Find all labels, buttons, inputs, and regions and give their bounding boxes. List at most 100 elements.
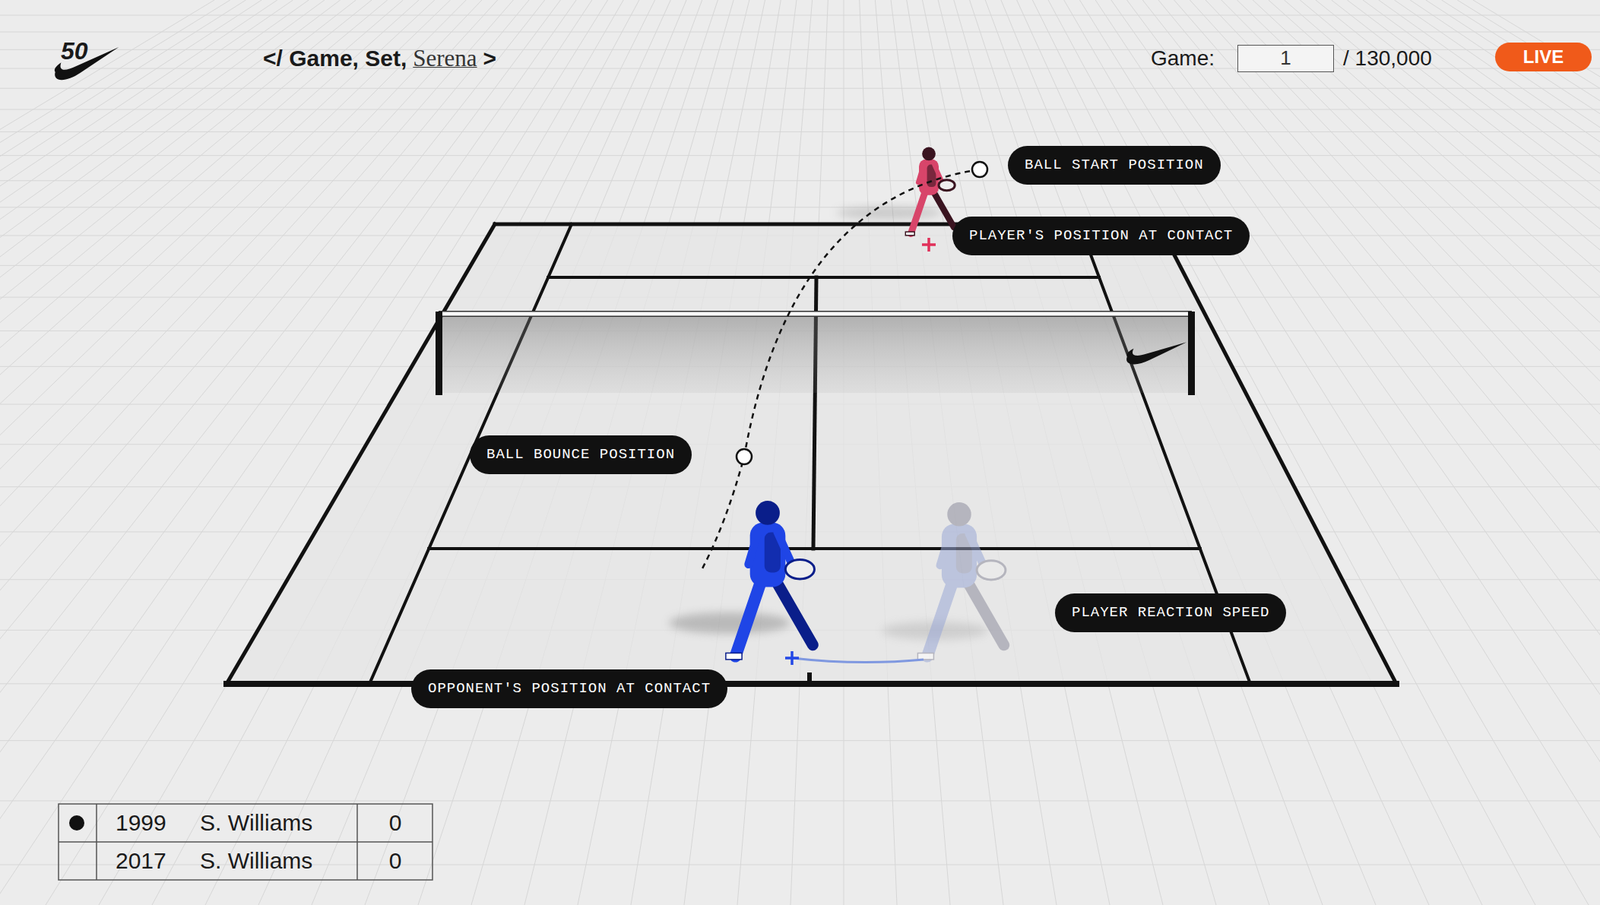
racket	[938, 180, 955, 191]
table-cell: 2017	[115, 847, 167, 875]
title-text: >	[483, 44, 498, 73]
arm	[918, 164, 924, 184]
arm	[940, 533, 951, 566]
callout-pill: BALL START POSITION	[1007, 145, 1221, 185]
player-shadow	[836, 206, 943, 219]
leg	[910, 191, 926, 234]
table-cell: S. Williams	[199, 847, 313, 875]
table-rule	[95, 804, 98, 881]
game-label: Game:	[1150, 45, 1215, 72]
grid-line	[0, 88, 1600, 89]
node-text: BALL BOUNCE POSITION	[486, 446, 675, 463]
net-mesh	[438, 313, 1192, 393]
live-badge: LIVE	[1495, 42, 1592, 72]
table-cell: S. Williams	[199, 809, 313, 837]
score-table	[58, 804, 433, 881]
callout-pill: BALL BOUNCE POSITION	[469, 435, 692, 475]
shoe	[905, 231, 915, 236]
player-figure	[905, 147, 955, 236]
ball-start-marker	[972, 161, 988, 178]
grid-line	[0, 180, 1600, 181]
center-mark	[807, 674, 812, 685]
grid-line	[1409, 0, 1600, 905]
grid-line	[1473, 0, 1600, 905]
node-text: LIVE	[1523, 46, 1564, 67]
grid-line	[1346, 0, 1600, 905]
grid-line	[1457, 0, 1600, 905]
grid-line	[0, 0, 419, 905]
grid-line	[1425, 0, 1600, 905]
grid-line	[1284, 0, 1600, 905]
node-text: 1	[1280, 46, 1291, 70]
callout-pill: OPPONENT'S POSITION AT CONTACT	[411, 669, 728, 709]
table-cell: 1999	[115, 809, 167, 837]
serve-indicator-dot	[69, 815, 85, 831]
player-contact-mark	[927, 237, 931, 252]
net-post	[1188, 311, 1195, 396]
arm	[748, 532, 759, 564]
service-line	[548, 275, 1100, 279]
swoosh-watermark	[1126, 342, 1187, 365]
net-tape	[438, 312, 1192, 317]
grid-line	[0, 0, 262, 905]
grid-line	[1236, 0, 1600, 905]
leg	[967, 581, 1005, 646]
grid-line	[0, 0, 246, 905]
tennis-court	[226, 206, 1397, 685]
opponent-contact-mark	[790, 651, 794, 666]
table-border	[58, 804, 433, 881]
table-cell: 0	[389, 809, 403, 837]
grid-line	[0, 0, 403, 905]
shoe	[917, 653, 934, 660]
table-rule	[356, 804, 359, 881]
grid-line	[0, 0, 388, 905]
callout-pill: PLAYER'S POSITION AT CONTACT	[952, 216, 1250, 256]
grid-line	[1378, 0, 1600, 905]
logo-number: 50	[60, 36, 89, 66]
grid-line	[0, 0, 325, 905]
grid-line	[1331, 0, 1600, 905]
grid-line	[0, 131, 1600, 133]
grid-line	[0, 0, 356, 905]
title-row: </ Game, Set,Serena>	[262, 44, 497, 73]
table-cell: 0	[389, 847, 403, 875]
ball-trajectory	[700, 169, 980, 572]
player-shadow	[668, 612, 791, 634]
grid-line	[1315, 0, 1600, 905]
grid-line	[0, 155, 1600, 156]
grid-line	[0, 740, 1600, 742]
court-surface	[226, 224, 1397, 685]
title-text: </ Game, Set,	[262, 44, 407, 73]
ball-bounce-marker	[736, 449, 752, 465]
grid-line	[1441, 0, 1600, 905]
opponent-ghost-figure	[917, 502, 1006, 660]
grid-line	[0, 0, 294, 905]
game-number-box: 1	[1237, 44, 1334, 73]
title-name: Serena	[412, 44, 477, 73]
grid-line	[1362, 0, 1600, 905]
grid-line	[0, 15, 1600, 16]
leg	[927, 581, 954, 657]
reaction-path	[792, 658, 924, 663]
racket	[785, 559, 815, 579]
head	[755, 500, 780, 526]
grid-line	[0, 0, 372, 905]
grid-line	[1299, 0, 1600, 905]
leg	[735, 580, 762, 657]
grid-line	[0, 31, 1600, 33]
grid-line	[0, 800, 1600, 802]
grid-line	[1394, 0, 1600, 905]
grid-line	[1268, 0, 1600, 905]
net-post	[435, 311, 443, 396]
node-text: PLAYER'S POSITION AT CONTACT	[969, 227, 1233, 244]
node-text: PLAYER REACTION SPEED	[1071, 604, 1270, 621]
node-text: OPPONENT'S POSITION AT CONTACT	[427, 680, 711, 698]
shoe	[725, 652, 742, 660]
racket	[976, 560, 1006, 580]
game-total: / 130,000	[1343, 45, 1433, 72]
table-rule	[58, 841, 433, 843]
